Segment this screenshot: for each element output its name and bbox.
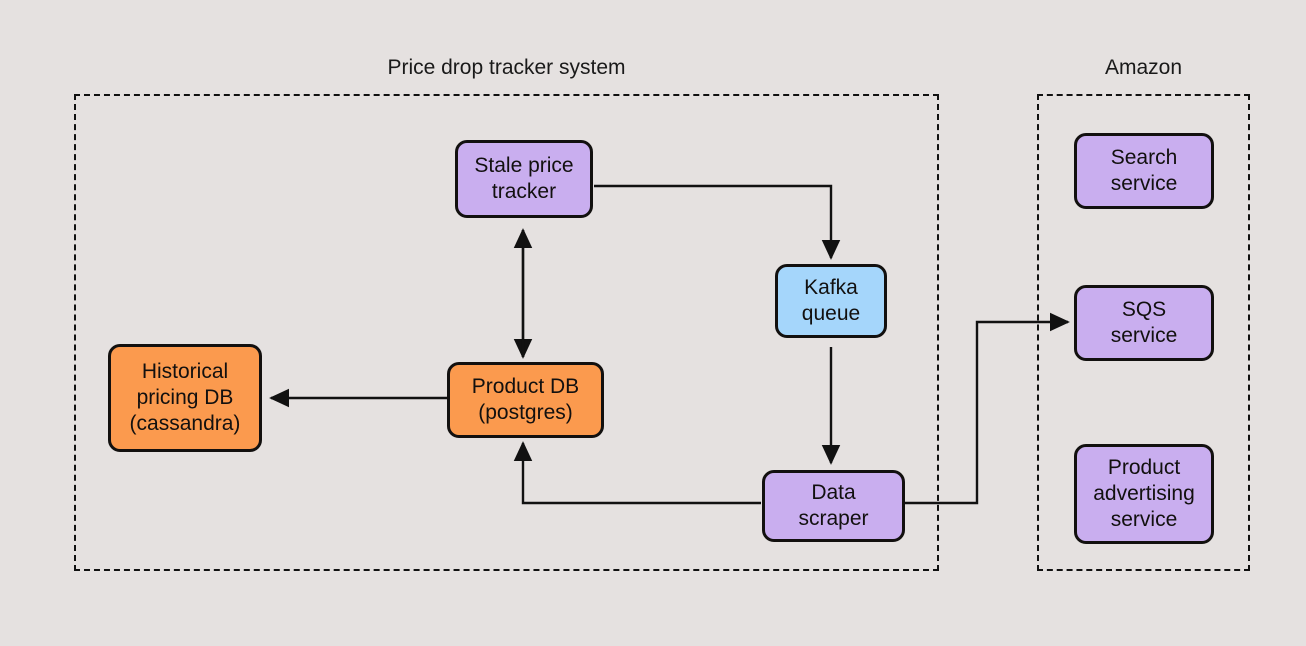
node-label-product-advertising-service: Product advertising service bbox=[1093, 456, 1195, 531]
node-label-stale-price-tracker: Stale price tracker bbox=[474, 154, 574, 203]
node-product-advertising-service[interactable]: Product advertising service bbox=[1074, 444, 1214, 544]
node-label-product-db: Product DB (postgres) bbox=[471, 375, 580, 424]
group-title-price-drop-tracker-system: Price drop tracker system bbox=[387, 56, 626, 79]
group-title-amazon: Amazon bbox=[1104, 56, 1183, 79]
node-label-data-scraper: Data scraper bbox=[798, 481, 869, 530]
node-label-search-service: Search service bbox=[1110, 146, 1178, 195]
node-historical-pricing-db[interactable]: Historical pricing DB (cassandra) bbox=[108, 344, 262, 452]
node-label-kafka-queue: Kafka queue bbox=[801, 276, 861, 325]
node-sqs-service[interactable]: SQS service bbox=[1074, 285, 1214, 361]
node-product-db[interactable]: Product DB (postgres) bbox=[447, 362, 604, 438]
node-kafka-queue[interactable]: Kafka queue bbox=[775, 264, 887, 338]
node-search-service[interactable]: Search service bbox=[1074, 133, 1214, 209]
node-stale-price-tracker[interactable]: Stale price tracker bbox=[455, 140, 593, 218]
node-label-sqs-service: SQS service bbox=[1110, 298, 1178, 347]
node-label-historical-pricing-db: Historical pricing DB (cassandra) bbox=[129, 360, 241, 435]
node-data-scraper[interactable]: Data scraper bbox=[762, 470, 905, 542]
